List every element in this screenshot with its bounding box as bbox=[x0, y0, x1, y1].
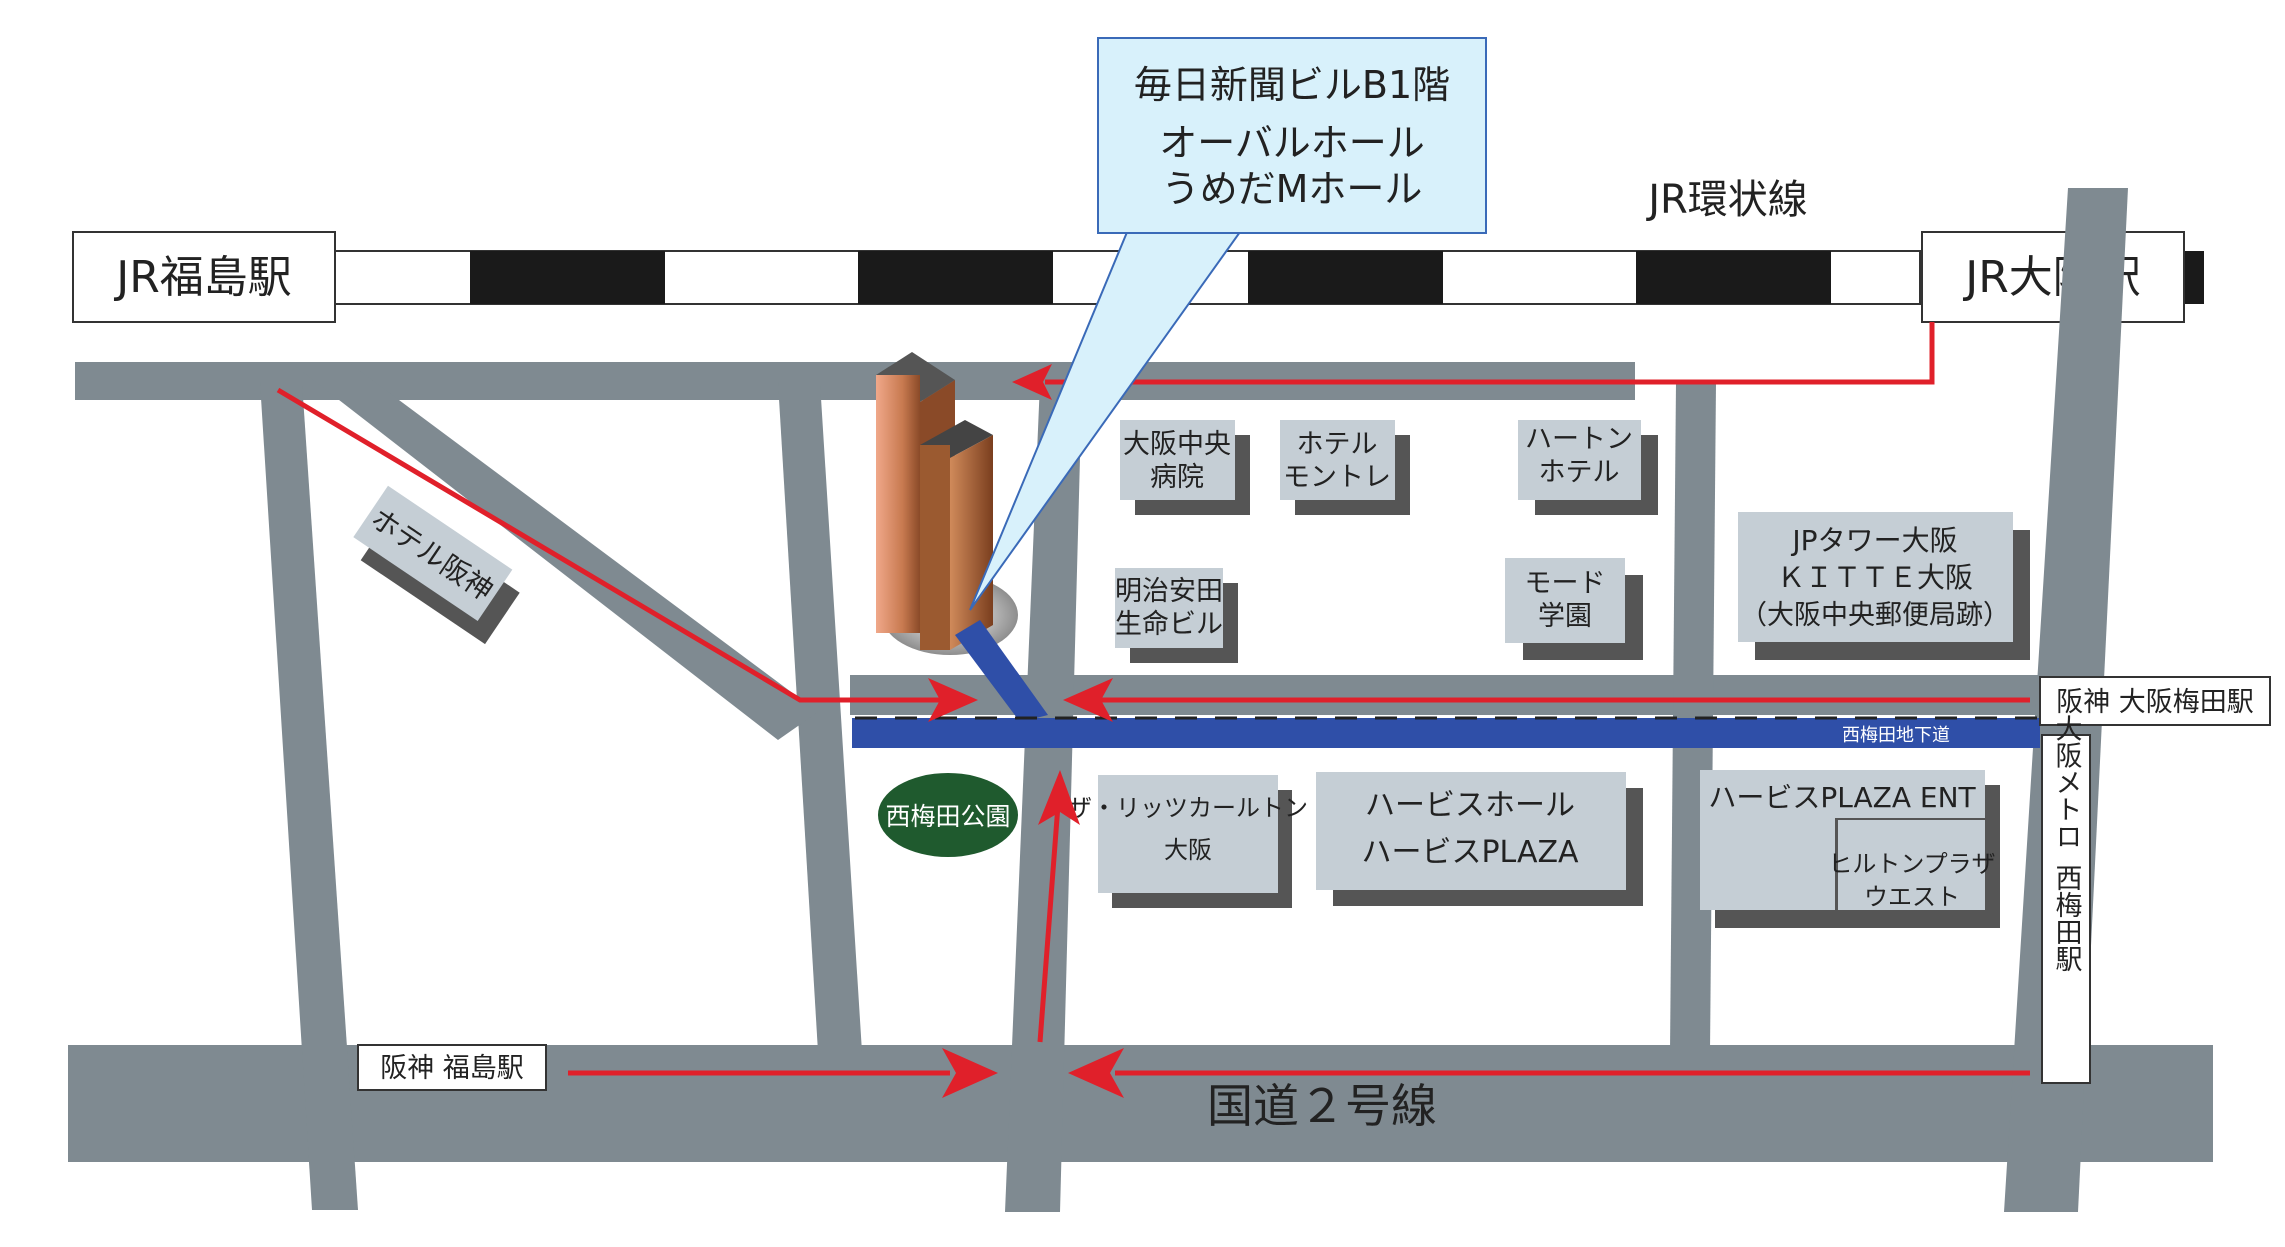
mode-label-1: モード bbox=[1525, 568, 1606, 599]
jr-osaka-station: JR大阪駅 bbox=[1921, 231, 2185, 323]
monterey-label-1: ホテル bbox=[1297, 429, 1378, 460]
building-jp-tower: JPタワー大阪 ＫＩＴＴＥ大阪 （大阪中央郵便局跡） bbox=[1738, 512, 2030, 660]
callout-oval-hall: オーバルホール bbox=[1159, 121, 1425, 165]
mainichi-building-tower bbox=[876, 352, 1018, 655]
building-hotel-hanshin: ホテル阪神 bbox=[353, 485, 520, 645]
nishi-umeda-underground bbox=[852, 620, 2040, 748]
callout-umeda-m-hall: うめだMホール bbox=[1162, 167, 1423, 211]
monterey-label-2: モントレ bbox=[1283, 462, 1391, 493]
hearton-label-1: ハートン bbox=[1525, 424, 1633, 455]
access-routes bbox=[276, 322, 2030, 1076]
building-mode-gakuen: モード 学園 bbox=[1505, 558, 1643, 660]
jr-fukushima-station: JR福島駅 bbox=[72, 231, 336, 323]
building-ritz-carlton: ザ・リッツカールトン 大阪 bbox=[1068, 775, 1308, 908]
venue-callout: 毎日新聞ビルB1階 オーバルホール うめだMホール bbox=[969, 37, 1487, 611]
building-meiji-yasuda: 明治安田 生命ビル bbox=[1115, 568, 1238, 663]
jp-label-3: （大阪中央郵便局跡） bbox=[1740, 600, 2010, 631]
jr-fukushima-label: JR福島駅 bbox=[113, 252, 292, 303]
building-herbis: ハービスホール ハービスPLAZA bbox=[1316, 772, 1643, 906]
metro-label-line2: 西梅田駅 bbox=[2051, 864, 2083, 972]
hearton-label-2: ホテル bbox=[1539, 457, 1620, 488]
herbis-label-1: ハービスホール bbox=[1365, 788, 1575, 823]
jp-label-1: JPタワー大阪 bbox=[1790, 524, 1957, 557]
metro-label-line1: 大阪メトロ bbox=[2051, 714, 2082, 849]
hanshin-umeda-station: 阪神 大阪梅田駅 bbox=[2039, 676, 2271, 726]
mode-label-2: 学園 bbox=[1538, 601, 1592, 632]
hilton-label-1: ヒルトンプラザ bbox=[1828, 850, 1995, 878]
herbis-ent-label: ハービスPLAZA ENT bbox=[1708, 781, 1976, 814]
road-network bbox=[68, 188, 2213, 1212]
hospital-label-2: 病院 bbox=[1150, 462, 1204, 493]
ritz-label-1: ザ・リッツカールトン bbox=[1068, 794, 1308, 822]
route-arrowheads bbox=[928, 364, 1124, 1098]
meiji-label-2: 生命ビル bbox=[1115, 609, 1223, 640]
building-hilton-plaza-west: ヒルトンプラザ ウエスト bbox=[1828, 820, 1996, 911]
building-osaka-chuo-hospital: 大阪中央 病院 bbox=[1120, 420, 1250, 515]
jp-label-2: ＫＩＴＴＥ大阪 bbox=[1777, 561, 1973, 594]
underground-label: 西梅田地下道 bbox=[1842, 725, 1950, 746]
hilton-label-2: ウエスト bbox=[1864, 883, 1960, 911]
building-hearton-hotel: ハートン ホテル bbox=[1518, 420, 1658, 515]
building-hotel-monterey: ホテル モントレ bbox=[1280, 420, 1410, 515]
hanshin-fukushima-station: 阪神 福島駅 bbox=[357, 1044, 547, 1091]
hanshin-fukushima-label: 阪神 福島駅 bbox=[380, 1053, 524, 1084]
park-label: 西梅田公園 bbox=[885, 802, 1010, 831]
callout-building-floor: 毎日新聞ビルB1階 bbox=[1134, 63, 1450, 107]
jr-loop-line-label: JR環状線 bbox=[1645, 177, 1808, 223]
route-2-label: 国道２号線 bbox=[1207, 1079, 1437, 1133]
nishi-umeda-park: 西梅田公園 bbox=[878, 773, 1018, 857]
ritz-label-2: 大阪 bbox=[1164, 836, 1212, 864]
hanshin-umeda-label: 阪神 大阪梅田駅 bbox=[2056, 687, 2254, 718]
hospital-label-1: 大阪中央 bbox=[1123, 429, 1231, 460]
meiji-label-1: 明治安田 bbox=[1115, 576, 1223, 607]
herbis-label-2: ハービスPLAZA bbox=[1361, 835, 1579, 870]
metro-nishi-umeda-station: 大阪メトロ 西梅田駅 bbox=[2041, 714, 2091, 1084]
